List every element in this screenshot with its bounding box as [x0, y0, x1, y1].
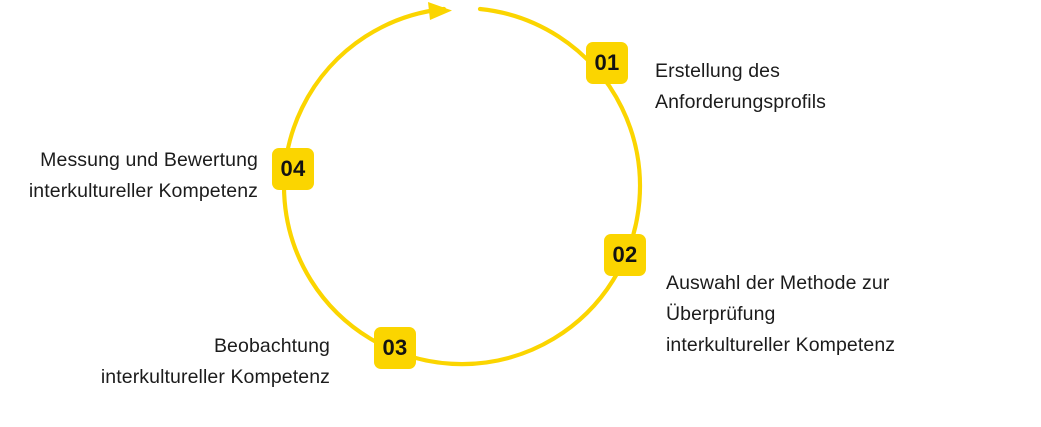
step-label-02: Auswahl der Methode zur Überprüfung inte…	[666, 272, 896, 356]
step-badge-04[interactable]: 04	[272, 148, 314, 190]
cycle-arrowhead-icon	[428, 2, 452, 20]
step-badge-02-number: 02	[612, 242, 638, 267]
step-label-04: Messung und Bewertung interkultureller K…	[28, 149, 258, 202]
step-badge-01-number: 01	[594, 50, 620, 75]
step-badge-03-number: 03	[382, 335, 408, 360]
step-badge-02[interactable]: 02	[604, 234, 646, 276]
step-badge-01[interactable]: 01	[586, 42, 628, 84]
cycle-arc-path	[281, 6, 643, 367]
step-label-01: Erstellung des Anforderungsprofils	[655, 60, 826, 113]
step-badge-03[interactable]: 03	[374, 327, 416, 369]
step-label-03: Beobachtung interkultureller Kompetenz	[100, 335, 330, 388]
step-badge-04-number: 04	[280, 156, 306, 181]
